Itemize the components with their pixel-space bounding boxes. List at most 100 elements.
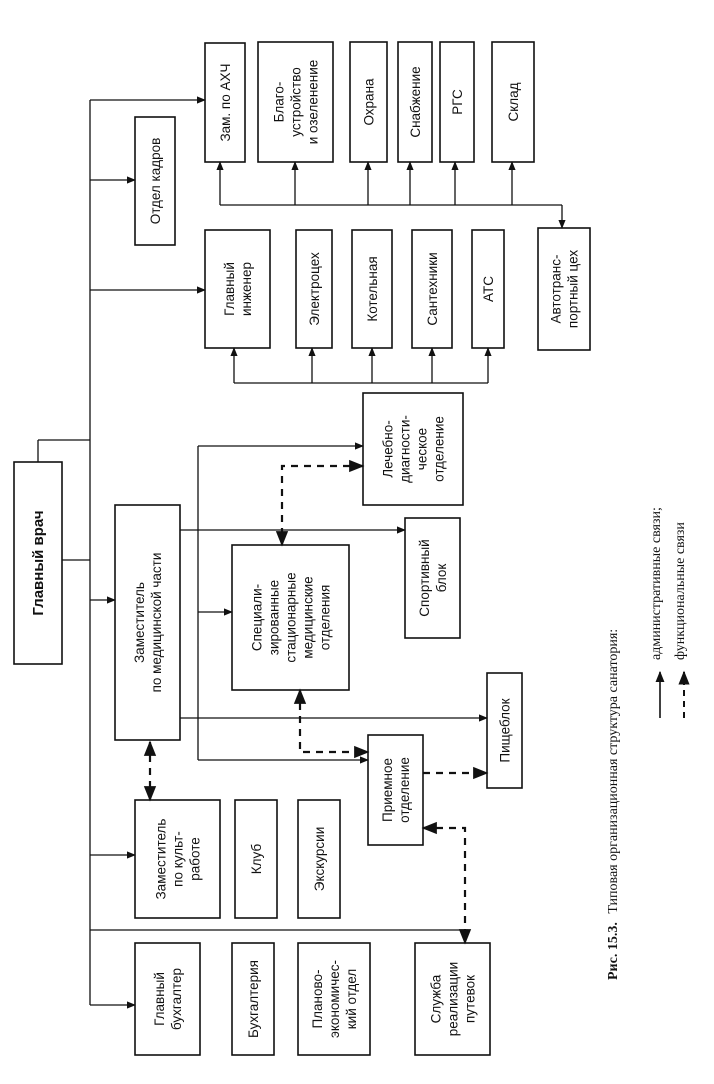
label-line: и озеленение [306, 60, 321, 145]
label-line: диагности- [398, 415, 413, 483]
caption-figure-number: Рис. 15.3. [606, 922, 621, 980]
svg-text:Рис. 15.3. Типовая орган: Рис. 15.3. Типовая организационная струк… [606, 629, 621, 980]
label-line: Отдел кадров [148, 138, 163, 225]
label-line: Пищеблок [498, 698, 513, 762]
label-line: работе [188, 837, 203, 881]
box-supply [397, 41, 433, 163]
box-reception [367, 734, 424, 846]
box-boiler [351, 229, 393, 349]
box-diagnostic [362, 392, 464, 506]
label-line: Благо- [272, 82, 287, 123]
box-chief-accountant [134, 942, 201, 1056]
label-line: Главный [222, 262, 237, 316]
label-line: стационарные [284, 572, 299, 662]
label-line: Планово- [310, 969, 325, 1028]
label-line: Котельная [365, 256, 380, 321]
box-deputy-med [114, 504, 181, 741]
box-chief-doctor [13, 461, 63, 665]
box-deputy-ahch [204, 42, 246, 163]
box-deputy-culture [134, 799, 221, 919]
label-line: Автотранс- [549, 254, 564, 323]
label-line: портный цех [566, 250, 581, 328]
label-accounting: Бухгалтерия [246, 960, 261, 1038]
legend-functional-text: функциональные связи [673, 522, 688, 660]
label-plumbing: Сантехники [425, 252, 440, 325]
label-food: Пищеблок [498, 698, 513, 762]
label-line: Экскурсии [312, 827, 327, 892]
box-auto [537, 227, 591, 351]
label-line: отделение [432, 416, 447, 482]
box-specialized [231, 544, 350, 691]
label-line: Бухгалтерия [246, 960, 261, 1038]
box-food [486, 672, 523, 789]
label-auto: Автотранс-портный цех [549, 250, 581, 328]
label-line: Склад [506, 82, 521, 121]
label-line: Заместитель [154, 819, 169, 900]
label-line: Служба [429, 974, 444, 1023]
label-line: по медицинской части [149, 553, 164, 693]
label-line: Лечебно- [381, 420, 396, 478]
label-line: ческое [415, 428, 430, 470]
label-deputy-ahch: Зам. по АХЧ [218, 63, 233, 141]
label-line: бухгалтер [169, 968, 184, 1030]
box-chief-engineer [204, 229, 271, 349]
label-excursions: Экскурсии [312, 827, 327, 892]
figure-caption: Рис. 15.3. Типовая организационная струк… [606, 507, 690, 980]
caption-title: Типовая организационная структура санато… [606, 629, 621, 914]
label-club: Клуб [249, 844, 264, 875]
label-line: по культ- [171, 831, 186, 887]
label-warehouse: Склад [506, 82, 521, 121]
box-rgs [439, 41, 475, 163]
label-line: Главный [152, 972, 167, 1026]
label-line: устройство [289, 67, 304, 137]
label-electro: Электроцех [307, 252, 322, 326]
label-line: Специали- [250, 584, 265, 651]
label-line: АТС [481, 276, 496, 302]
label-ats: АТС [481, 276, 496, 302]
box-club [234, 799, 278, 919]
label-security: Охрана [362, 78, 377, 126]
label-boiler: Котельная [365, 256, 380, 321]
box-plumbing [411, 229, 453, 349]
box-planning [297, 942, 371, 1056]
label-rgs: РГС [450, 89, 465, 115]
label-line: Спортивный [417, 539, 432, 616]
label-line: РГС [450, 89, 465, 115]
label-line: Сантехники [425, 252, 440, 325]
box-ats [471, 229, 505, 349]
label-line: реализации [446, 962, 461, 1036]
label-line: Приемное [380, 758, 395, 822]
label-line: кий отдел [344, 969, 359, 1030]
box-sport [404, 517, 461, 639]
label-line: блок [434, 564, 449, 593]
label-line: Снабжение [408, 66, 423, 137]
box-security [349, 41, 388, 163]
label-chief-doctor: Главный врач [30, 510, 47, 615]
label-line: экономичес- [327, 960, 342, 1038]
label-line: Клуб [249, 844, 264, 875]
box-landscaping [257, 41, 334, 163]
box-tours [414, 942, 491, 1056]
label-line: отделения [318, 585, 333, 651]
label-line: Заместитель [132, 582, 147, 663]
functional-links [143, 459, 489, 945]
box-accounting [231, 942, 275, 1056]
label-line: зированные [267, 580, 282, 655]
label-line: Главный врач [30, 510, 47, 615]
label-hr: Отдел кадров [148, 138, 163, 225]
label-line: Охрана [362, 78, 377, 126]
legend-admin-text: административные связи; [649, 507, 664, 660]
label-line: отделение [397, 757, 412, 823]
